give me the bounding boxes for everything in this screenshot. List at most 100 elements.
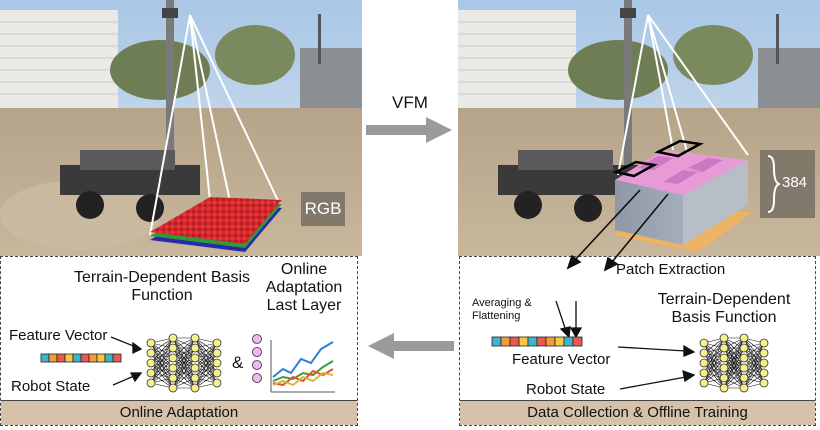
network-edge [150, 337, 174, 374]
left-network-diagram [40, 333, 335, 393]
network-node [168, 363, 178, 373]
patch-arrows [566, 189, 669, 272]
network-node [739, 373, 749, 383]
network-edge [743, 342, 765, 369]
network-node [739, 353, 749, 363]
network-edge [194, 342, 218, 359]
basis-network-nodes-right [699, 333, 769, 393]
feature-cell [96, 353, 106, 363]
offline-training-footer: Data Collection & Offline Training [460, 400, 815, 425]
network-node [719, 353, 729, 363]
network-edge [150, 367, 174, 384]
last-layer-nodes [252, 334, 262, 383]
network-node [190, 333, 200, 343]
feature-cell [491, 336, 502, 347]
network-edge [194, 342, 218, 369]
network-edge [194, 342, 218, 379]
network-node [190, 383, 200, 393]
network-node [212, 368, 222, 378]
network-node [190, 343, 200, 353]
network-node [212, 378, 222, 388]
feature-vector-cells [40, 353, 122, 363]
network-node [146, 348, 156, 358]
feature-cell [56, 353, 66, 363]
offline-training-panel: Patch Extraction Averaging & Flattening … [459, 256, 816, 426]
last-layer-node [252, 347, 262, 357]
network-edge [194, 362, 218, 389]
vfm-label: VFM [392, 93, 428, 112]
network-node [759, 378, 769, 388]
robot-state-label-right: Robot State [526, 381, 606, 398]
network-node [168, 373, 178, 383]
feature-cell [527, 336, 538, 347]
network-edge [723, 337, 745, 379]
feature-cell [518, 336, 529, 347]
left-terrain-photo: RGB [0, 0, 362, 256]
network-node [759, 358, 769, 368]
network-node [212, 348, 222, 358]
network-node [212, 358, 222, 368]
feature-vector-label-right: Feature Vector [512, 351, 611, 368]
right-network-diagram [491, 300, 769, 393]
network-edge [172, 357, 196, 389]
network-edge [172, 337, 196, 379]
network-node [759, 368, 769, 378]
network-node [719, 383, 729, 393]
network-edge [743, 362, 765, 389]
network-edge [172, 347, 196, 389]
network-edge [723, 367, 745, 389]
network-node [699, 338, 709, 348]
network-node [190, 363, 200, 373]
network-edge [723, 337, 745, 359]
network-edge [723, 357, 745, 389]
feature-cell [112, 353, 122, 363]
network-node [699, 368, 709, 378]
network-edge [150, 337, 174, 354]
last-layer-node [252, 373, 262, 383]
feature-cell [500, 336, 511, 347]
last-layer-node [252, 360, 262, 370]
network-node [719, 373, 729, 383]
network-edge [194, 372, 218, 389]
network-edge [172, 337, 196, 359]
network-node [699, 358, 709, 368]
network-node [759, 348, 769, 358]
network-node [212, 338, 222, 348]
network-node [168, 343, 178, 353]
rgb-badge: RGB [304, 199, 342, 218]
network-node [699, 348, 709, 358]
network-node [146, 378, 156, 388]
network-edge [194, 352, 218, 389]
network-edge [743, 342, 765, 379]
feature-cell [572, 336, 583, 347]
feature-vector-label: Feature Vector [9, 327, 108, 344]
robot-state-label: Robot State [11, 378, 91, 395]
network-node [168, 353, 178, 363]
right-terrain-photo: 384 [458, 0, 820, 256]
ampersand-label: & [232, 353, 244, 372]
network-node [759, 338, 769, 348]
feature-cell [509, 336, 520, 347]
feature-cell [72, 353, 82, 363]
network-edge [194, 342, 218, 389]
last-layer-node [252, 334, 262, 344]
online-adaptation-title: Online Adaptation Last Layer [265, 261, 343, 314]
network-edge [703, 347, 725, 384]
network-node [739, 383, 749, 393]
network-edge [743, 352, 765, 389]
network-node [146, 358, 156, 368]
network-edge [172, 367, 196, 389]
adaptation-plot-icon [270, 340, 335, 393]
feature-cell [64, 353, 74, 363]
network-node [719, 333, 729, 343]
feature-cell [104, 353, 114, 363]
feature-cell [563, 336, 574, 347]
network-node [146, 368, 156, 378]
network-edge [172, 337, 196, 369]
feature-cell [88, 353, 98, 363]
feature-cell [536, 336, 547, 347]
feature-vector-cells-right [491, 336, 583, 347]
network-edge [150, 347, 174, 384]
feature-cell [545, 336, 556, 347]
network-node [739, 363, 749, 373]
